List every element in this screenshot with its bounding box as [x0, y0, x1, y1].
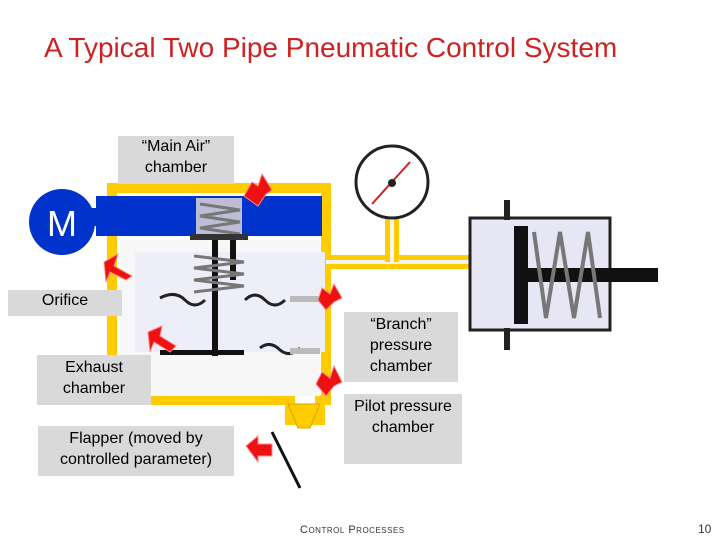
flapper-label: Flapper (moved by controlled parameter) — [38, 426, 234, 476]
valve-stem — [159, 198, 320, 356]
footer-title: Control Processes — [300, 524, 405, 536]
page-number: 10 — [698, 522, 712, 536]
main-air-label: “Main Air” chamber — [118, 136, 234, 184]
motor-label: M — [47, 203, 77, 244]
branch-label: “Branch” pressure chamber — [344, 312, 458, 382]
spring-icon — [199, 202, 241, 236]
spring-icon — [193, 254, 245, 294]
flapper — [270, 431, 302, 489]
pressure-gauge-icon — [354, 144, 430, 220]
motor-icon: M — [29, 189, 95, 255]
page-title: A Typical Two Pipe Pneumatic Control Sys… — [44, 32, 618, 63]
branch-pipe — [326, 218, 470, 269]
spring-icon — [532, 231, 602, 319]
orifice-label: Orifice — [8, 290, 122, 316]
actuator — [468, 200, 658, 350]
exhaust-label: Exhaust chamber — [37, 355, 151, 405]
pilot-nozzle — [287, 403, 321, 429]
arrow-icon — [103, 172, 343, 464]
pilot-label: Pilot pressure chamber — [344, 394, 462, 464]
footer-title-text: Control Processes — [300, 524, 405, 536]
